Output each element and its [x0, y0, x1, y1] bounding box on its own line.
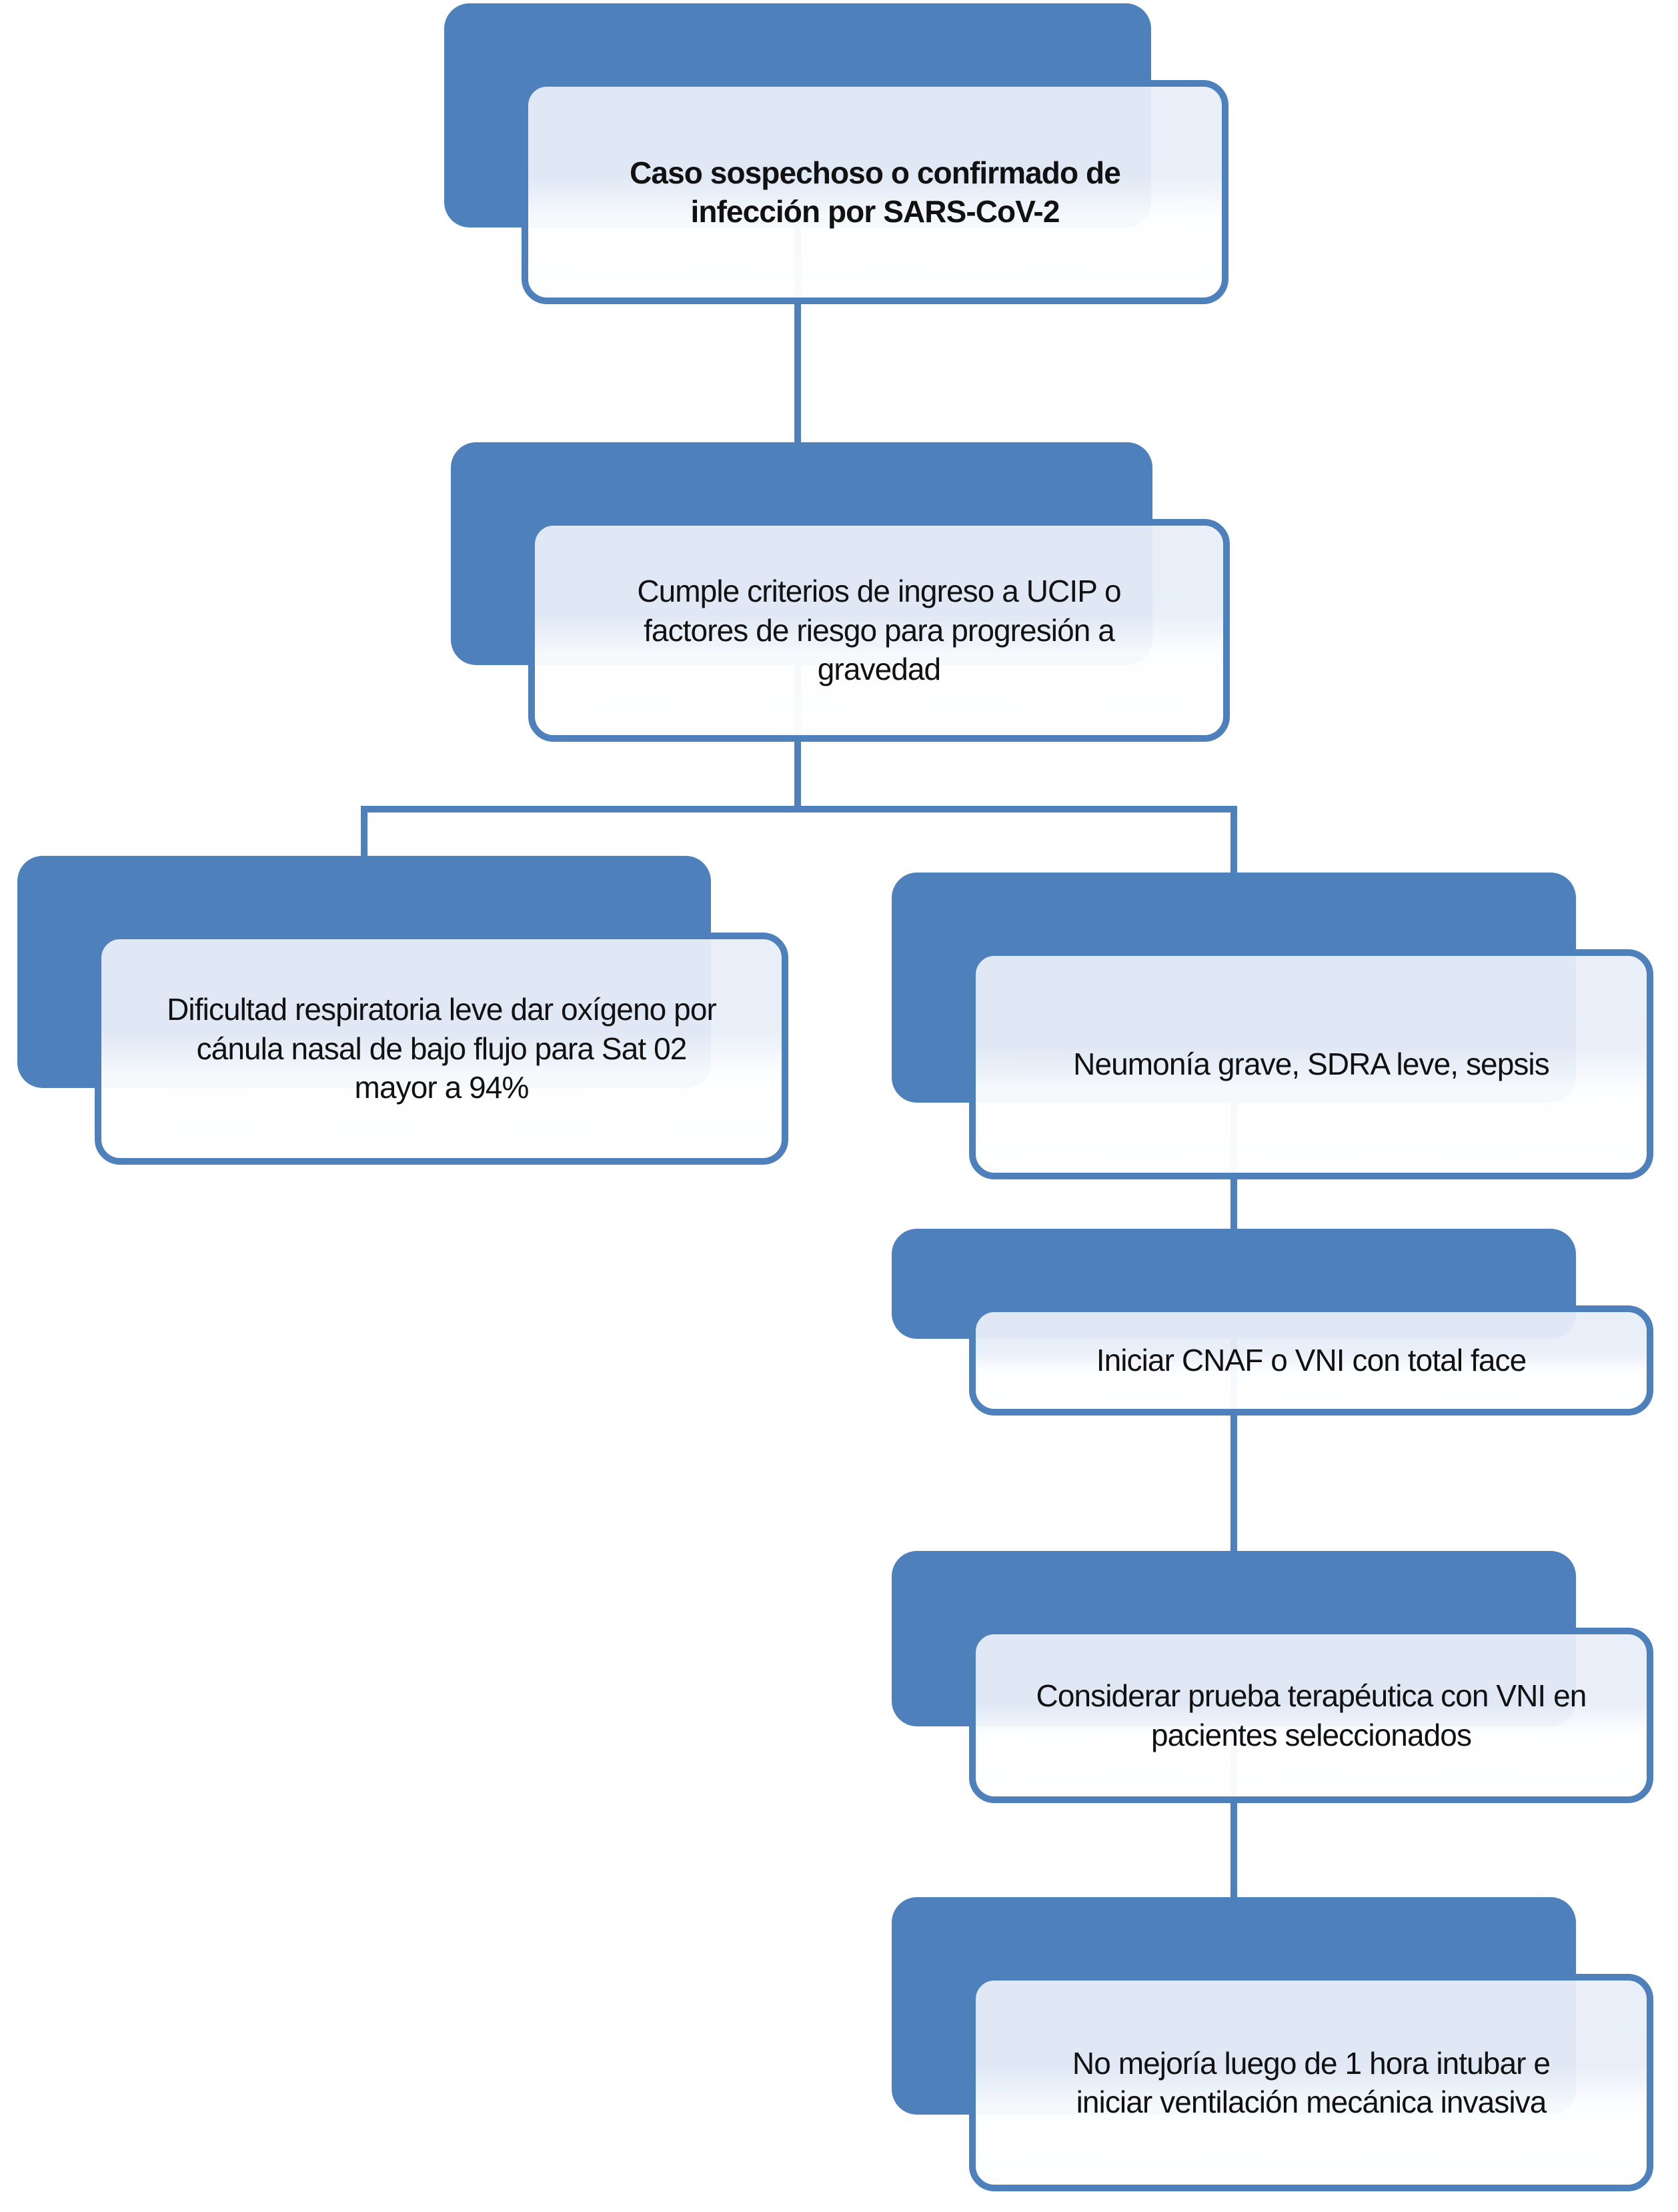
connector-branch-to-dificultad [361, 806, 367, 901]
node-criterios-ucip-label: Cumple criterios de ingreso a UCIP o fac… [637, 574, 1121, 687]
node-iniciar-cnaf: Iniciar CNAF o VNI con total face [969, 1305, 1653, 1416]
node-criterios-ucip: Cumple criterios de ingreso a UCIP o fac… [528, 519, 1230, 742]
node-caso-sospechoso: Caso sospechoso o confirmado de infecció… [522, 80, 1228, 304]
node-intubar-vmi-label: No mejoría luego de 1 hora intubar e ini… [1072, 2045, 1551, 2119]
node-iniciar-cnaf-label: Iniciar CNAF o VNI con total face [1096, 1343, 1527, 1378]
connector-right-chain [1230, 806, 1237, 2068]
node-neumonia-grave-label: Neumonía grave, SDRA leve, sepsis [1073, 1047, 1550, 1082]
node-dificultad-leve: Dificultad respiratoria leve dar oxígeno… [95, 933, 788, 1165]
node-caso-sospechoso-label: Caso sospechoso o confirmado de infecció… [630, 155, 1121, 229]
node-neumonia-grave: Neumonía grave, SDRA leve, sepsis [969, 949, 1653, 1179]
node-intubar-vmi: No mejoría luego de 1 hora intubar e ini… [969, 1974, 1653, 2191]
node-prueba-vni-label: Considerar prueba terapéutica con VNI en… [1036, 1678, 1587, 1752]
branch-horizontal-line [361, 806, 1237, 812]
node-dificultad-leve-label: Dificultad respiratoria leve dar oxígeno… [167, 992, 717, 1105]
node-prueba-vni: Considerar prueba terapéutica con VNI en… [969, 1628, 1653, 1803]
